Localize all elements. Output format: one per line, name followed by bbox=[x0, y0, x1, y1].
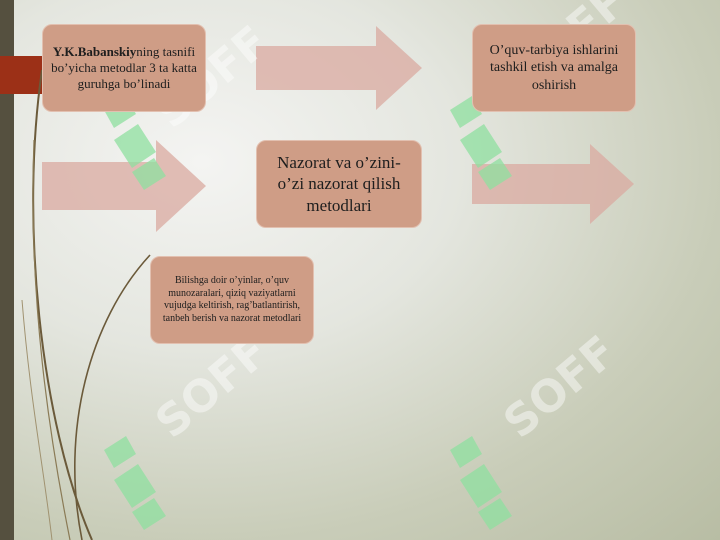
box-control-methods: Nazorat va o’zini-o’zi nazorat qilish me… bbox=[256, 140, 422, 228]
arrow-left-middle bbox=[42, 140, 206, 232]
watermark-logo-4: SOFF bbox=[450, 326, 626, 530]
stimulation-text: Bilishga doir o’yinlar, o’quv munozarala… bbox=[162, 275, 302, 324]
accent-tab bbox=[0, 56, 42, 94]
left-sidebar-strip bbox=[0, 0, 14, 540]
arrow-right-middle bbox=[472, 144, 634, 224]
author-name: Y.K.Babanskiy bbox=[52, 43, 137, 59]
box-stimulation-methods: Bilishga doir o’yinlar, o’quv munozarala… bbox=[150, 256, 314, 344]
box-organization: O’quv-tarbiya ishlarini tashkil etish va… bbox=[472, 24, 636, 112]
box-babanskiy-classification: Y.K.Babanskiyning tasnifi bo’yicha metod… bbox=[42, 24, 206, 112]
arrow-top-center bbox=[256, 26, 422, 110]
svg-text:SOFF: SOFF bbox=[494, 326, 626, 448]
classification-rest: ning tasnifi bo’yicha metodlar 3 ta katt… bbox=[51, 43, 197, 92]
organization-text: O’quv-tarbiya ishlarini tashkil etish va… bbox=[489, 42, 619, 93]
control-text: Nazorat va o’zini-o’zi nazorat qilish me… bbox=[277, 153, 401, 215]
svg-text:SOFF: SOFF bbox=[146, 326, 278, 448]
box-babanskiy-text: Y.K.Babanskiyning tasnifi bo’yicha metod… bbox=[51, 44, 197, 93]
watermark-logo-3: SOFF bbox=[104, 326, 278, 530]
